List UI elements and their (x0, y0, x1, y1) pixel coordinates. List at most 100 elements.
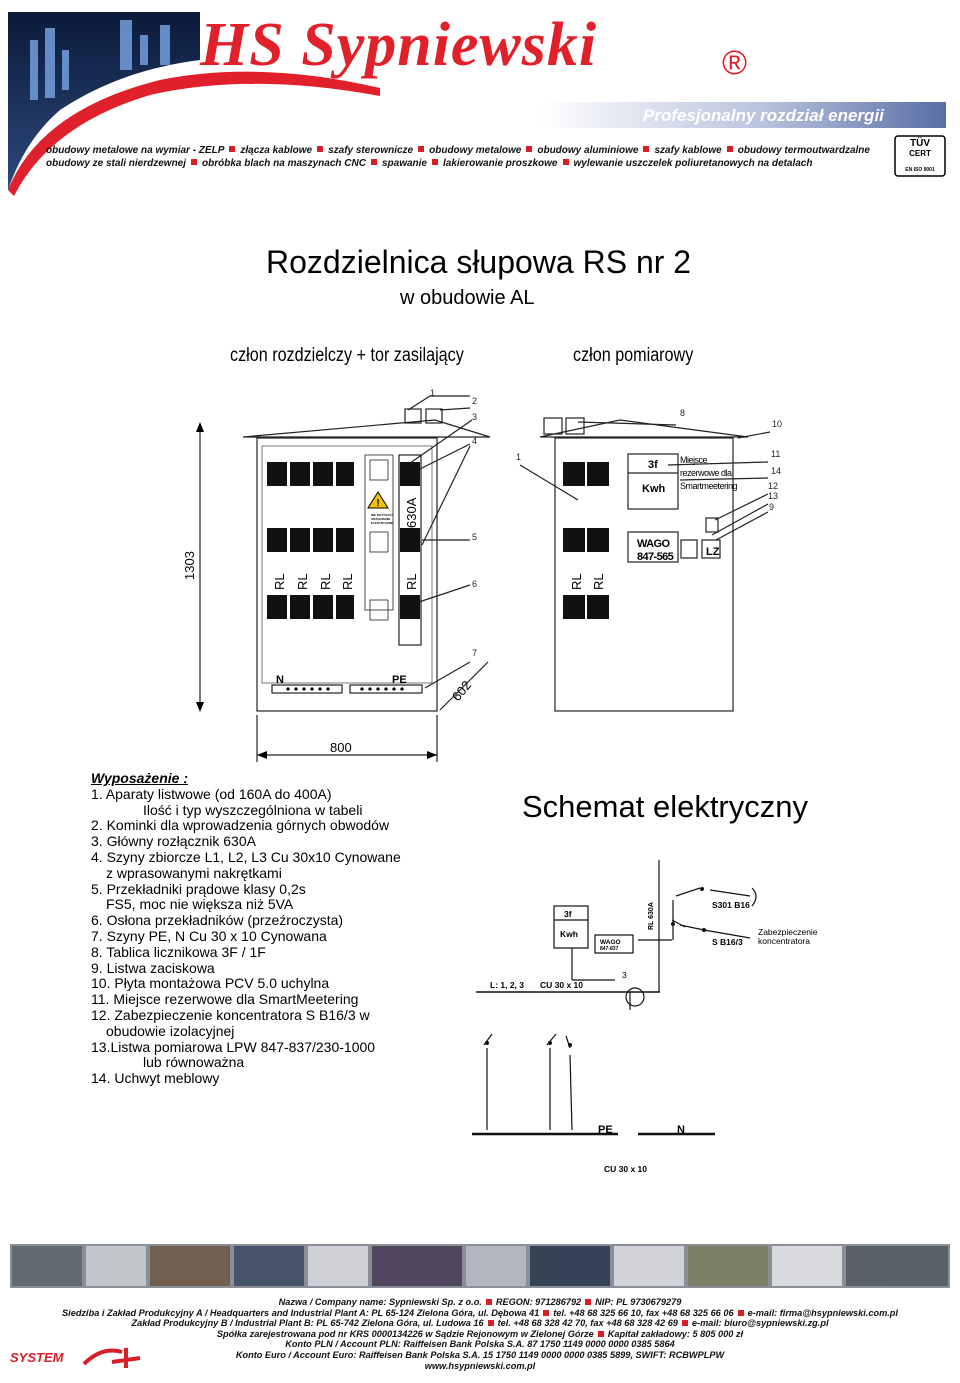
depth-dimension-line (439, 661, 489, 711)
svg-text:14: 14 (771, 466, 781, 476)
bullet-square (726, 146, 733, 152)
lz-label: LZ (706, 546, 720, 558)
tagline: Profesjonalny rozdział energii (643, 106, 884, 125)
equipment-item: 9. Listwa zaciskowa (91, 959, 215, 976)
schema-sb16-label: S B16/3 (712, 937, 743, 947)
service-item: lakierowanie proszkowe (443, 158, 558, 169)
right-chimney-2 (565, 417, 585, 435)
right-cabinet-roof (539, 419, 749, 438)
socket-icon (680, 539, 698, 559)
equipment-item: z wprasowanymi nakrętkami (106, 864, 282, 881)
wago-box (627, 531, 679, 563)
equipment-item: 1. Aparaty listwowe (od 160A do 400A) (91, 785, 332, 802)
service-item: obróbka blach na maszynach CNC (202, 158, 366, 169)
schema-wago-box (594, 934, 634, 954)
svg-text:10: 10 (772, 419, 782, 429)
warning-triangle-icon (367, 491, 389, 509)
bullet-square (317, 146, 324, 152)
schema-ct-label: 3 (622, 970, 627, 980)
meter-box (627, 453, 679, 510)
lz-box (701, 539, 721, 559)
main-switch-label: 630A (404, 497, 419, 528)
equipment-item: 2. Kominki dla wprowadzenia górnych obwo… (91, 817, 390, 834)
svg-text:WAGO: WAGO (600, 939, 621, 946)
wago-code: 847-565 (637, 551, 674, 563)
svg-text:12: 12 (768, 481, 778, 491)
city-skyline-image (8, 12, 200, 190)
equipment-item: Ilość i typ wyszczególniona w tabeli (143, 801, 363, 818)
equipment-item: 6. Osłona przekładników (przeźroczysta) (91, 912, 344, 929)
equipment-item: 12. Zabezpieczenie koncentratora S B16/3… (91, 1006, 370, 1023)
company-logo: HS Sypniewski (200, 11, 598, 79)
tagline-band (540, 102, 946, 128)
svg-text:4: 4 (472, 436, 477, 446)
pe-label: PE (392, 674, 407, 686)
rl-label-1: RL (272, 573, 287, 590)
schema-busbar-cu: CU 30 x 10 (540, 980, 583, 990)
ct-circle (625, 987, 645, 1007)
schema-protection-2: koncentratora (758, 936, 810, 946)
svg-text:NIE DOTYKAĆ!: NIE DOTYKAĆ! (371, 512, 393, 517)
main-switch-outline (398, 454, 422, 646)
svg-text:ELEKTRYCZNE: ELEKTRYCZNE (371, 521, 393, 525)
schema-rl-label: RL 630A (648, 902, 655, 930)
n-label: N (276, 674, 284, 686)
bullet-square (370, 159, 377, 165)
reserve-line-3: Smartmeetering (680, 481, 738, 491)
equipment-item: 10. Płyta montażowa PCV 5.0 uchylna (91, 975, 330, 992)
service-item: obudowy termoutwardzalne (737, 145, 870, 156)
system-logo-mark (82, 1348, 141, 1368)
page-header: HS Sypniewski ® Profesjonalny rozdział e… (0, 0, 960, 200)
svg-text:11: 11 (771, 449, 780, 459)
page-title: Rozdzielnica słupowa RS nr 2 (266, 244, 692, 280)
bullet-square (191, 159, 198, 165)
equipment-item: FS5, moc nie większa niż 5VA (106, 896, 294, 913)
schema-s301-label: S301 B16 (712, 900, 750, 910)
schema-meter-box (553, 905, 589, 949)
cert-badge (894, 135, 946, 177)
equipment-item: obudowie izolacyjnej (106, 1022, 235, 1039)
company-footer: Nazwa / Company name: Sypniewski Sp. z o… (0, 1297, 960, 1371)
n-busbar (271, 684, 343, 694)
terminal-icon (705, 517, 719, 533)
meter-3f-label: 3f (648, 459, 658, 471)
right-chimney-1 (543, 417, 563, 435)
service-item: szafy kablowe (654, 145, 722, 156)
product-photo-strip (10, 1244, 950, 1288)
height-dim-label: 1303 (182, 551, 197, 580)
service-item: obudowy ze stali nierdzewnej (46, 158, 187, 169)
schema-bottom-cu: CU 30 x 10 (604, 1164, 647, 1174)
svg-text:13: 13 (768, 491, 778, 501)
schema-meter-3f: 3f (564, 909, 572, 919)
schematic-title: Schemat elektryczny (522, 789, 808, 824)
rl-label-3: RL (318, 573, 333, 590)
svg-text:URZĄDZENIE: URZĄDZENIE (371, 517, 390, 521)
terminal-dots (286, 687, 404, 691)
svg-text:1: 1 (430, 388, 435, 398)
svg-text:1: 1 (516, 452, 521, 462)
svg-text:7: 7 (472, 648, 477, 658)
svg-text:!: ! (376, 498, 379, 509)
website-link[interactable]: www.hsypniewski.com.pl (424, 1360, 536, 1371)
schema-n-label: N (677, 1124, 685, 1136)
equipment-item: lub równoważna (143, 1054, 245, 1071)
bullet-square (432, 159, 438, 165)
rl-modules-left (267, 462, 609, 619)
reserve-line-1: Miejsce (680, 455, 708, 465)
cabinet-drawing: ! 1303 800 602 RL RL RL RL RL 630A RL RL… (182, 388, 782, 762)
system-logo: SYSTEM (10, 1350, 64, 1365)
left-chimney-1 (404, 408, 422, 424)
rl-label-4: RL (340, 573, 355, 590)
svg-text:8: 8 (680, 408, 685, 418)
rl-label-5: RL (404, 573, 419, 590)
svg-text:5: 5 (472, 532, 477, 542)
width-dim-label: 800 (330, 740, 352, 755)
equipment-item: 13.Listwa pomiarowa LPW 847-837/230-1000 (91, 1038, 376, 1055)
red-swoosh (8, 71, 380, 196)
left-chimney-2 (425, 408, 443, 424)
svg-text:3: 3 (472, 412, 477, 422)
equipment-item: 14. Uchwyt meblowy (91, 1070, 220, 1087)
service-item: szafy sterownicze (328, 145, 414, 156)
service-item: złącza kablowe (240, 145, 313, 156)
